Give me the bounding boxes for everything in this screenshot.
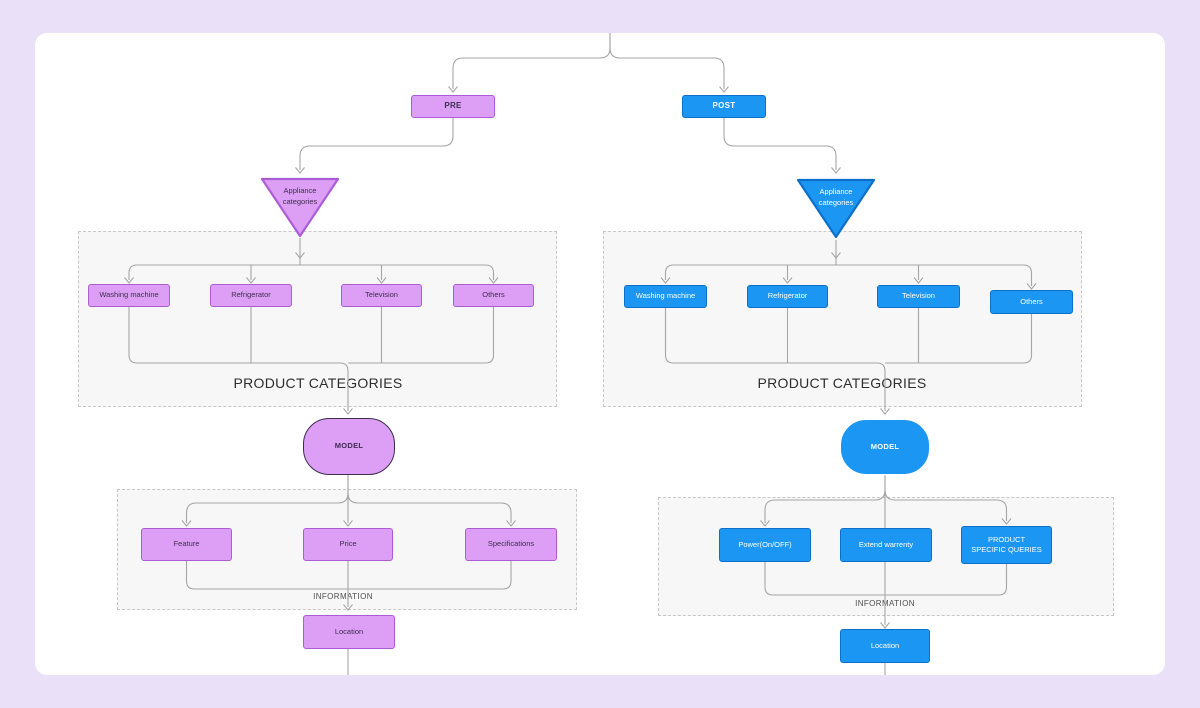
post-product-categories-title: PRODUCT CATEGORIES — [757, 375, 927, 391]
node-post[interactable]: POST — [682, 95, 766, 118]
pre-product-categories-title: PRODUCT CATEGORIES — [233, 375, 403, 391]
node-pre[interactable]: PRE — [411, 95, 495, 118]
node-post-info-power[interactable]: Power(On/OFF) — [719, 528, 811, 562]
node-post-location[interactable]: Location — [840, 629, 930, 663]
post-information-title: INFORMATION — [855, 599, 915, 608]
node-post-info-product-specific-queries[interactable]: PRODUCT SPECIFIC QUERIES — [961, 526, 1052, 564]
node-pre-category-refrigerator[interactable]: Refrigerator — [210, 284, 292, 307]
node-pre-category-washing-machine[interactable]: Washing machine — [88, 284, 170, 307]
node-pre-info-specifications[interactable]: Specifications — [465, 528, 557, 561]
diagram-canvas: PRODUCT CATEGORIES PRODUCT CATEGORIES IN… — [35, 33, 1165, 675]
node-post-model[interactable]: MODEL — [840, 419, 930, 475]
node-pre-model[interactable]: MODEL — [303, 418, 395, 475]
node-pre-location[interactable]: Location — [303, 615, 395, 649]
triangle-label: Appliance categories — [282, 186, 318, 207]
node-pre-info-price[interactable]: Price — [303, 528, 393, 561]
pre-information-title: INFORMATION — [313, 592, 373, 601]
triangle-label: Appliance categories — [818, 187, 854, 208]
node-post-category-others[interactable]: Others — [990, 290, 1073, 314]
node-pre-info-feature[interactable]: Feature — [141, 528, 232, 561]
node-post-appliance-categories[interactable]: Appliance categories — [793, 176, 879, 241]
node-post-info-extend-warrenty[interactable]: Extend warrenty — [840, 528, 932, 562]
node-post-category-television[interactable]: Television — [877, 285, 960, 308]
node-pre-category-others[interactable]: Others — [453, 284, 534, 307]
triangle-shape — [260, 177, 340, 238]
node-post-category-washing-machine[interactable]: Washing machine — [624, 285, 707, 308]
node-post-category-refrigerator[interactable]: Refrigerator — [747, 285, 828, 308]
triangle-shape — [796, 178, 876, 239]
node-pre-category-television[interactable]: Television — [341, 284, 422, 307]
node-pre-appliance-categories[interactable]: Appliance categories — [257, 175, 343, 240]
